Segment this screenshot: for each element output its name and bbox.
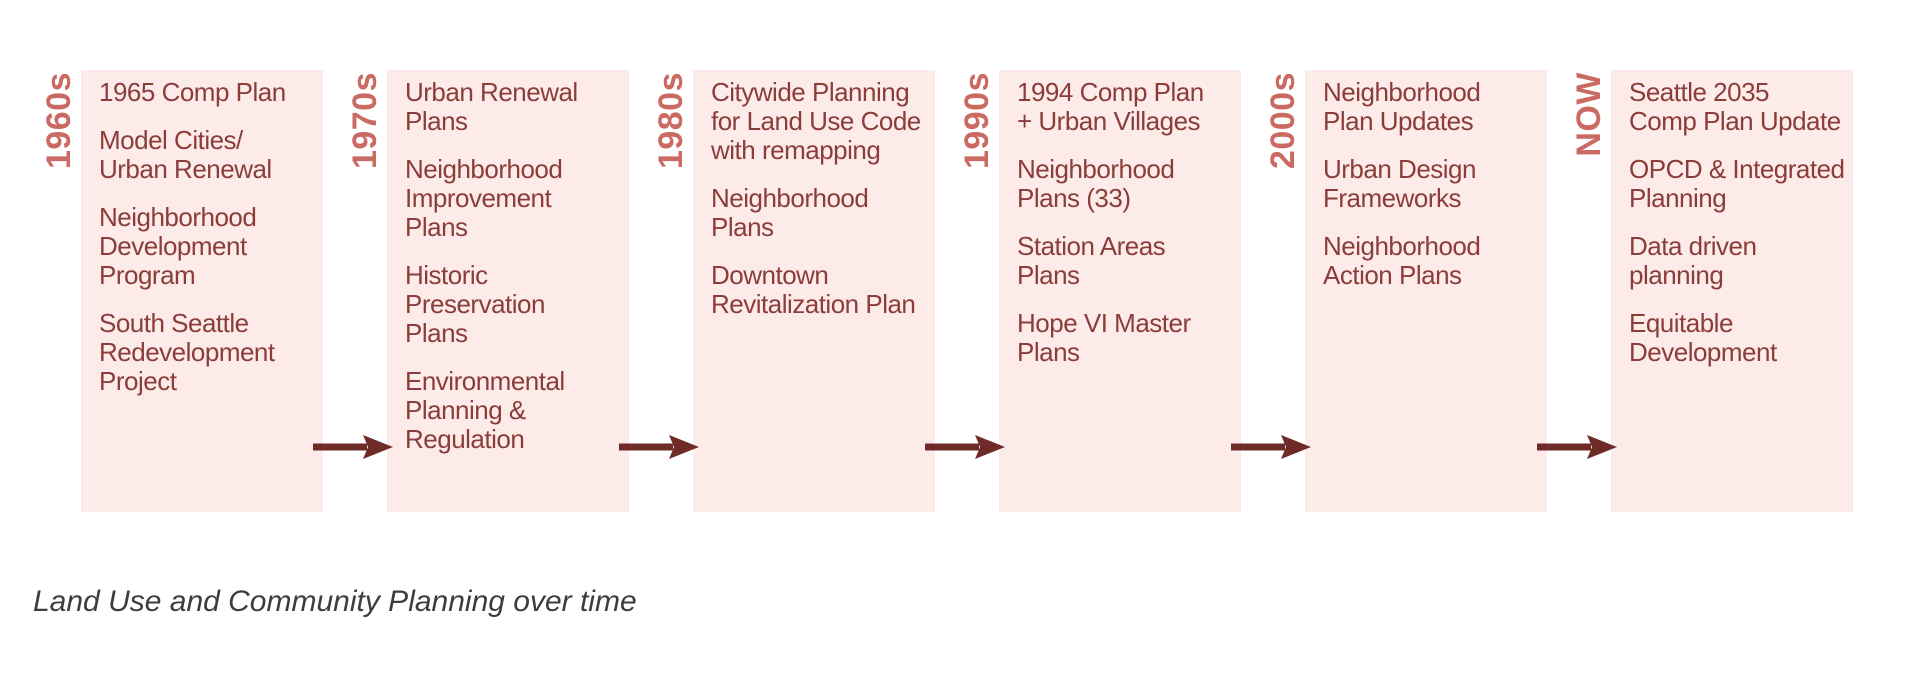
decade-label-2000s: 2000s — [1264, 72, 1302, 170]
decade-label-now: NOW — [1570, 72, 1608, 157]
timeline-item: Urban Renewal Plans — [405, 77, 578, 136]
right-arrow-icon — [1537, 433, 1617, 461]
timeline-column-2000s: 2000s Neighborhood Plan Updates Urban De… — [1264, 70, 1547, 512]
timeline-item: Equitable Development — [1629, 308, 1777, 367]
timeline-item: 1965 Comp Plan — [99, 77, 286, 107]
timeline-item: Downtown Revitalization Plan — [711, 260, 916, 319]
timeline-item: Model Cities/ Urban Renewal — [99, 125, 272, 184]
timeline-item: Data driven planning — [1629, 231, 1757, 290]
right-arrow-icon — [313, 433, 393, 461]
right-arrow-icon — [1231, 433, 1311, 461]
timeline-item: Neighborhood Plan Updates — [1323, 77, 1481, 136]
timeline-item: Neighborhood Plans — [711, 183, 869, 242]
timeline-item: Hope VI Master Plans — [1017, 308, 1191, 367]
timeline-column-1970s: 1970s Urban Renewal Plans Neighborhood I… — [346, 70, 629, 512]
timeline-item: OPCD & Integrated Planning — [1629, 154, 1845, 213]
timeline-item: 1994 Comp Plan + Urban Villages — [1017, 77, 1204, 136]
decade-label-1980s: 1980s — [652, 72, 690, 170]
right-arrow-icon — [619, 433, 699, 461]
decade-label-1960s: 1960s — [40, 72, 78, 170]
right-arrow-icon — [925, 433, 1005, 461]
timeline-item: Neighborhood Plans (33) — [1017, 154, 1175, 213]
timeline-column-now: NOW Seattle 2035 Comp Plan Update OPCD &… — [1570, 70, 1853, 512]
timeline-item: Neighborhood Improvement Plans — [405, 154, 563, 242]
timeline-item: Citywide Planning for Land Use Code with… — [711, 77, 921, 165]
timeline-column-1980s: 1980s Citywide Planning for Land Use Cod… — [652, 70, 935, 512]
timeline-item: Station Areas Plans — [1017, 231, 1166, 290]
timeline-column-1960s: 1960s 1965 Comp Plan Model Cities/ Urban… — [40, 70, 323, 512]
timeline-item: Environmental Planning & Regulation — [405, 366, 565, 454]
timeline-item: Urban Design Frameworks — [1323, 154, 1476, 213]
timeline-column-1990s: 1990s 1994 Comp Plan + Urban Villages Ne… — [958, 70, 1241, 512]
decade-label-1970s: 1970s — [346, 72, 384, 170]
timeline-item: Seattle 2035 Comp Plan Update — [1629, 77, 1841, 136]
timeline-item: Historic Preservation Plans — [405, 260, 545, 348]
figure-caption: Land Use and Community Planning over tim… — [33, 585, 637, 618]
timeline-item: South Seattle Redevelopment Project — [99, 308, 275, 396]
timeline-item: Neighborhood Development Program — [99, 202, 257, 290]
timeline-item: Neighborhood Action Plans — [1323, 231, 1481, 290]
decade-label-1990s: 1990s — [958, 72, 996, 170]
